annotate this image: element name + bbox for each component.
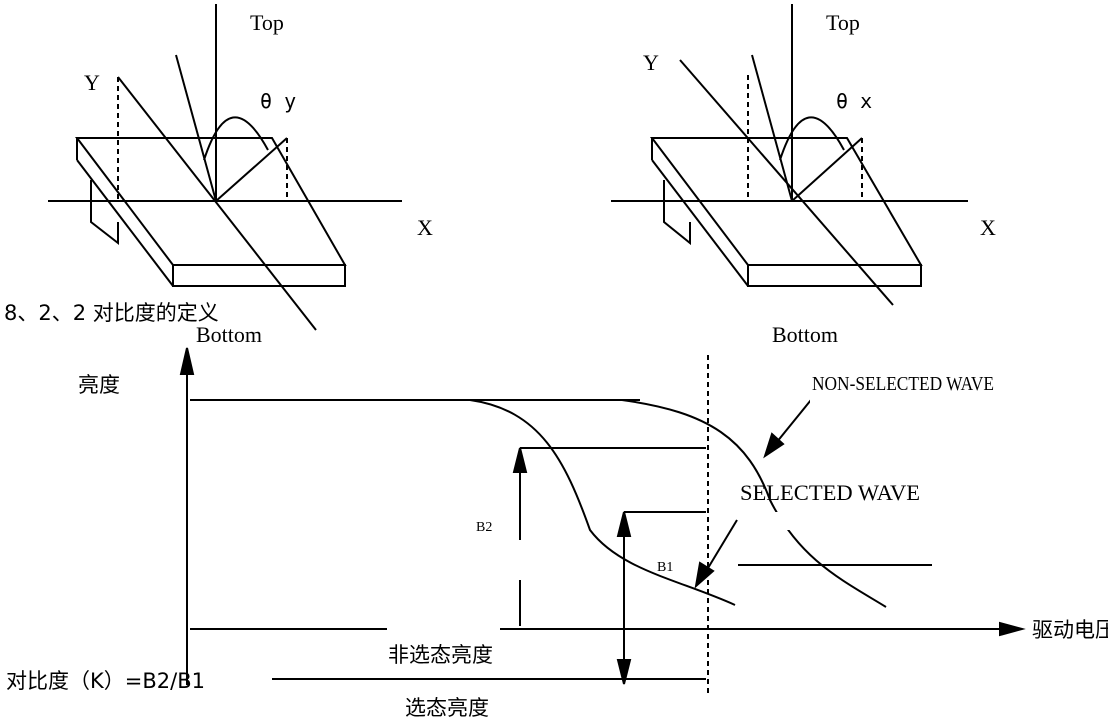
angle-arc — [203, 116, 269, 161]
x-label-right: X — [980, 215, 996, 240]
voltage-axis-label: 驱动电压 — [1032, 618, 1108, 642]
bottom-label-left: Bottom — [196, 322, 262, 347]
brightness-axis-arrowhead — [179, 347, 195, 375]
b2-arrowhead — [512, 447, 528, 473]
plate-left-bottom-edge — [76, 159, 174, 287]
plate-left-bottom-edge — [651, 159, 749, 287]
angle-arc — [779, 116, 845, 161]
b1-arrowhead-bottom — [616, 659, 632, 685]
y-label-left: Y — [84, 70, 100, 95]
theta-y-label: θ y — [260, 89, 296, 113]
voltage-axis-arrowhead — [999, 621, 1026, 637]
viewing-ray — [751, 54, 793, 202]
section-heading: 8、2、2 对比度的定义 — [4, 301, 219, 325]
projection-line — [791, 137, 863, 202]
y-label-right: Y — [643, 50, 659, 75]
label-mask — [738, 512, 898, 530]
projection-line — [215, 137, 288, 202]
x-label-left: X — [417, 215, 433, 240]
label-clip-mask — [814, 415, 994, 429]
viewing-angle-diagram-left — [48, 4, 402, 331]
contrast-chart — [179, 347, 1026, 695]
plate-left-bracket — [90, 180, 119, 246]
non-selected-wave-curve — [621, 399, 887, 608]
plate-left-bracket — [663, 180, 691, 246]
label-mask — [810, 394, 1000, 416]
b2-label: B2 — [476, 520, 492, 535]
b1-arrowhead-top — [616, 511, 632, 537]
contrast-formula: 对比度（K）=B2/B1 — [6, 669, 205, 693]
top-label-right: Top — [826, 10, 860, 35]
viewing-angle-diagram-right — [611, 4, 968, 306]
y-axis-line — [117, 76, 317, 331]
theta-x-label: θ x — [836, 89, 872, 113]
plate-front-face — [172, 264, 346, 287]
b1-label: B1 — [657, 560, 673, 575]
top-label-left: Top — [250, 10, 284, 35]
plate-front-face — [747, 264, 922, 287]
bottom-label-right: Bottom — [772, 322, 838, 347]
non-selected-brightness-label: 非选态亮度 — [388, 643, 493, 667]
selected-wave-label: SELECTED WAVE — [740, 480, 920, 505]
viewing-ray — [175, 54, 217, 202]
non-selected-pointer-head — [763, 432, 785, 459]
selected-pointer-head — [694, 561, 715, 589]
non-selected-wave-label: NON-SELECTED WAVE — [812, 373, 994, 395]
selected-wave-curve — [469, 399, 736, 606]
selected-brightness-label: 选态亮度 — [405, 696, 489, 719]
brightness-axis-label: 亮度 — [78, 373, 120, 397]
